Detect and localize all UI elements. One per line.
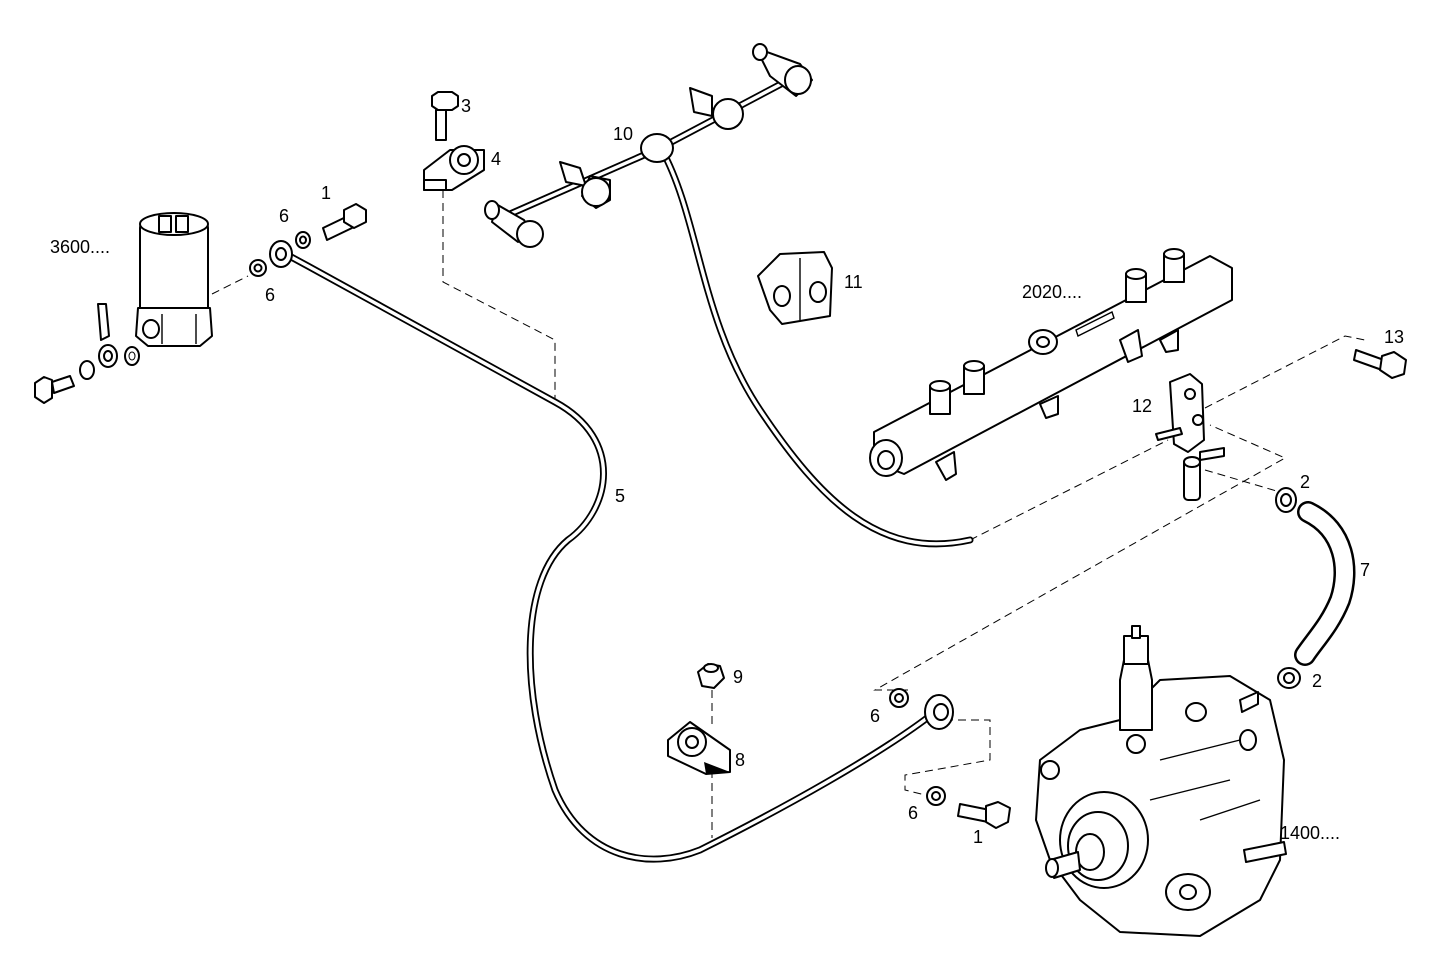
screw-3: [431, 91, 459, 141]
screw-13: [1353, 349, 1407, 379]
clip-11: [757, 251, 833, 325]
leader-lines: [211, 190, 1366, 838]
label-7: 7: [1360, 560, 1370, 580]
label-6-top-right: 6: [265, 285, 275, 305]
reference-labels: 3600.... 2020.... 1400.... 1 1 2 2 3 4 5…: [50, 96, 1404, 847]
banjo-bolt-bottom: [957, 801, 1011, 829]
label-1-top: 1: [321, 183, 331, 203]
label-2-bottom: 2: [1312, 671, 1322, 691]
clamp-4: [423, 145, 485, 191]
label-5: 5: [615, 486, 625, 506]
fuel-pipe-5: [278, 248, 939, 863]
label-pump-ref: 1400....: [1280, 823, 1340, 843]
label-8: 8: [735, 750, 745, 770]
sealing-washers: [249, 231, 946, 806]
hose-clamps: [1275, 487, 1301, 689]
common-rail: [869, 248, 1233, 481]
fuel-filter: [135, 212, 213, 347]
banjo-bolt-top: [322, 203, 367, 241]
label-11: 11: [844, 272, 863, 292]
banjo-fitting-top: [269, 240, 293, 268]
label-1-bottom: 1: [973, 827, 983, 847]
label-rail-ref: 2020....: [1022, 282, 1082, 302]
label-2-top: 2: [1300, 472, 1310, 492]
label-12: 12: [1132, 396, 1152, 416]
label-6-mid: 6: [870, 706, 880, 726]
banjo-fitting-bottom: [924, 694, 954, 730]
filter-bolt-assembly: [34, 303, 140, 404]
label-filter-ref: 3600....: [50, 237, 110, 257]
label-6-top-left: 6: [279, 206, 289, 226]
label-10: 10: [613, 124, 633, 144]
nut-9: [697, 663, 725, 689]
label-3: 3: [461, 96, 471, 116]
leak-off-manifold-10: [484, 43, 974, 548]
high-pressure-pump: [1035, 625, 1287, 937]
label-4: 4: [491, 149, 501, 169]
rail-outlets: [929, 248, 1185, 415]
label-13: 13: [1384, 327, 1404, 347]
label-6-bottom: 6: [908, 803, 918, 823]
clamp-8: [667, 721, 731, 775]
bracket-12: [1155, 373, 1225, 501]
hose-7: [1294, 501, 1356, 666]
label-9: 9: [733, 667, 743, 687]
